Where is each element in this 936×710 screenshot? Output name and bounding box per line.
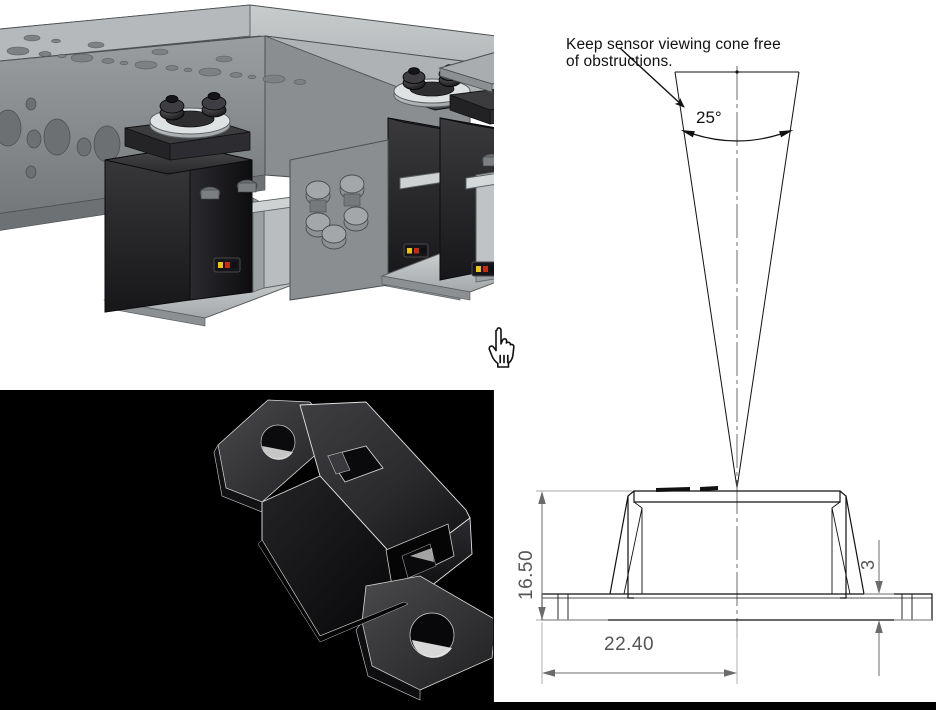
isolated-part-render-svg <box>213 399 497 701</box>
height-dimension-label: 16.50 <box>516 549 537 600</box>
sensor-viewing-cone <box>674 66 800 638</box>
panel-divider <box>493 390 494 702</box>
height-dimension <box>536 490 632 621</box>
thickness-dimension <box>864 540 932 676</box>
angle-dimension-arc <box>680 130 794 142</box>
note-line-1: Keep sensor viewing cone free <box>566 36 781 53</box>
width-dimension-label: 22.40 <box>604 634 655 655</box>
width-dimension <box>541 622 738 684</box>
inner-hex-nuts <box>305 174 369 250</box>
pointing-hand-cursor-icon <box>488 327 515 368</box>
hex-bolt-group-1 <box>159 92 227 121</box>
pointing-hand-cursor <box>487 327 521 369</box>
note-line-2: of obstructions. <box>566 53 673 70</box>
thickness-dimension-label: 3 <box>858 559 878 570</box>
engineering-drawing-svg <box>536 47 933 684</box>
sensor-bracket-part <box>213 399 497 701</box>
isolated-part-render-background[interactable] <box>0 390 497 710</box>
angle-dimension-label: 25° <box>696 108 722 127</box>
note-leader-line <box>619 47 685 108</box>
servo-block-1 <box>103 92 302 327</box>
bottom-black-strip <box>0 702 936 710</box>
